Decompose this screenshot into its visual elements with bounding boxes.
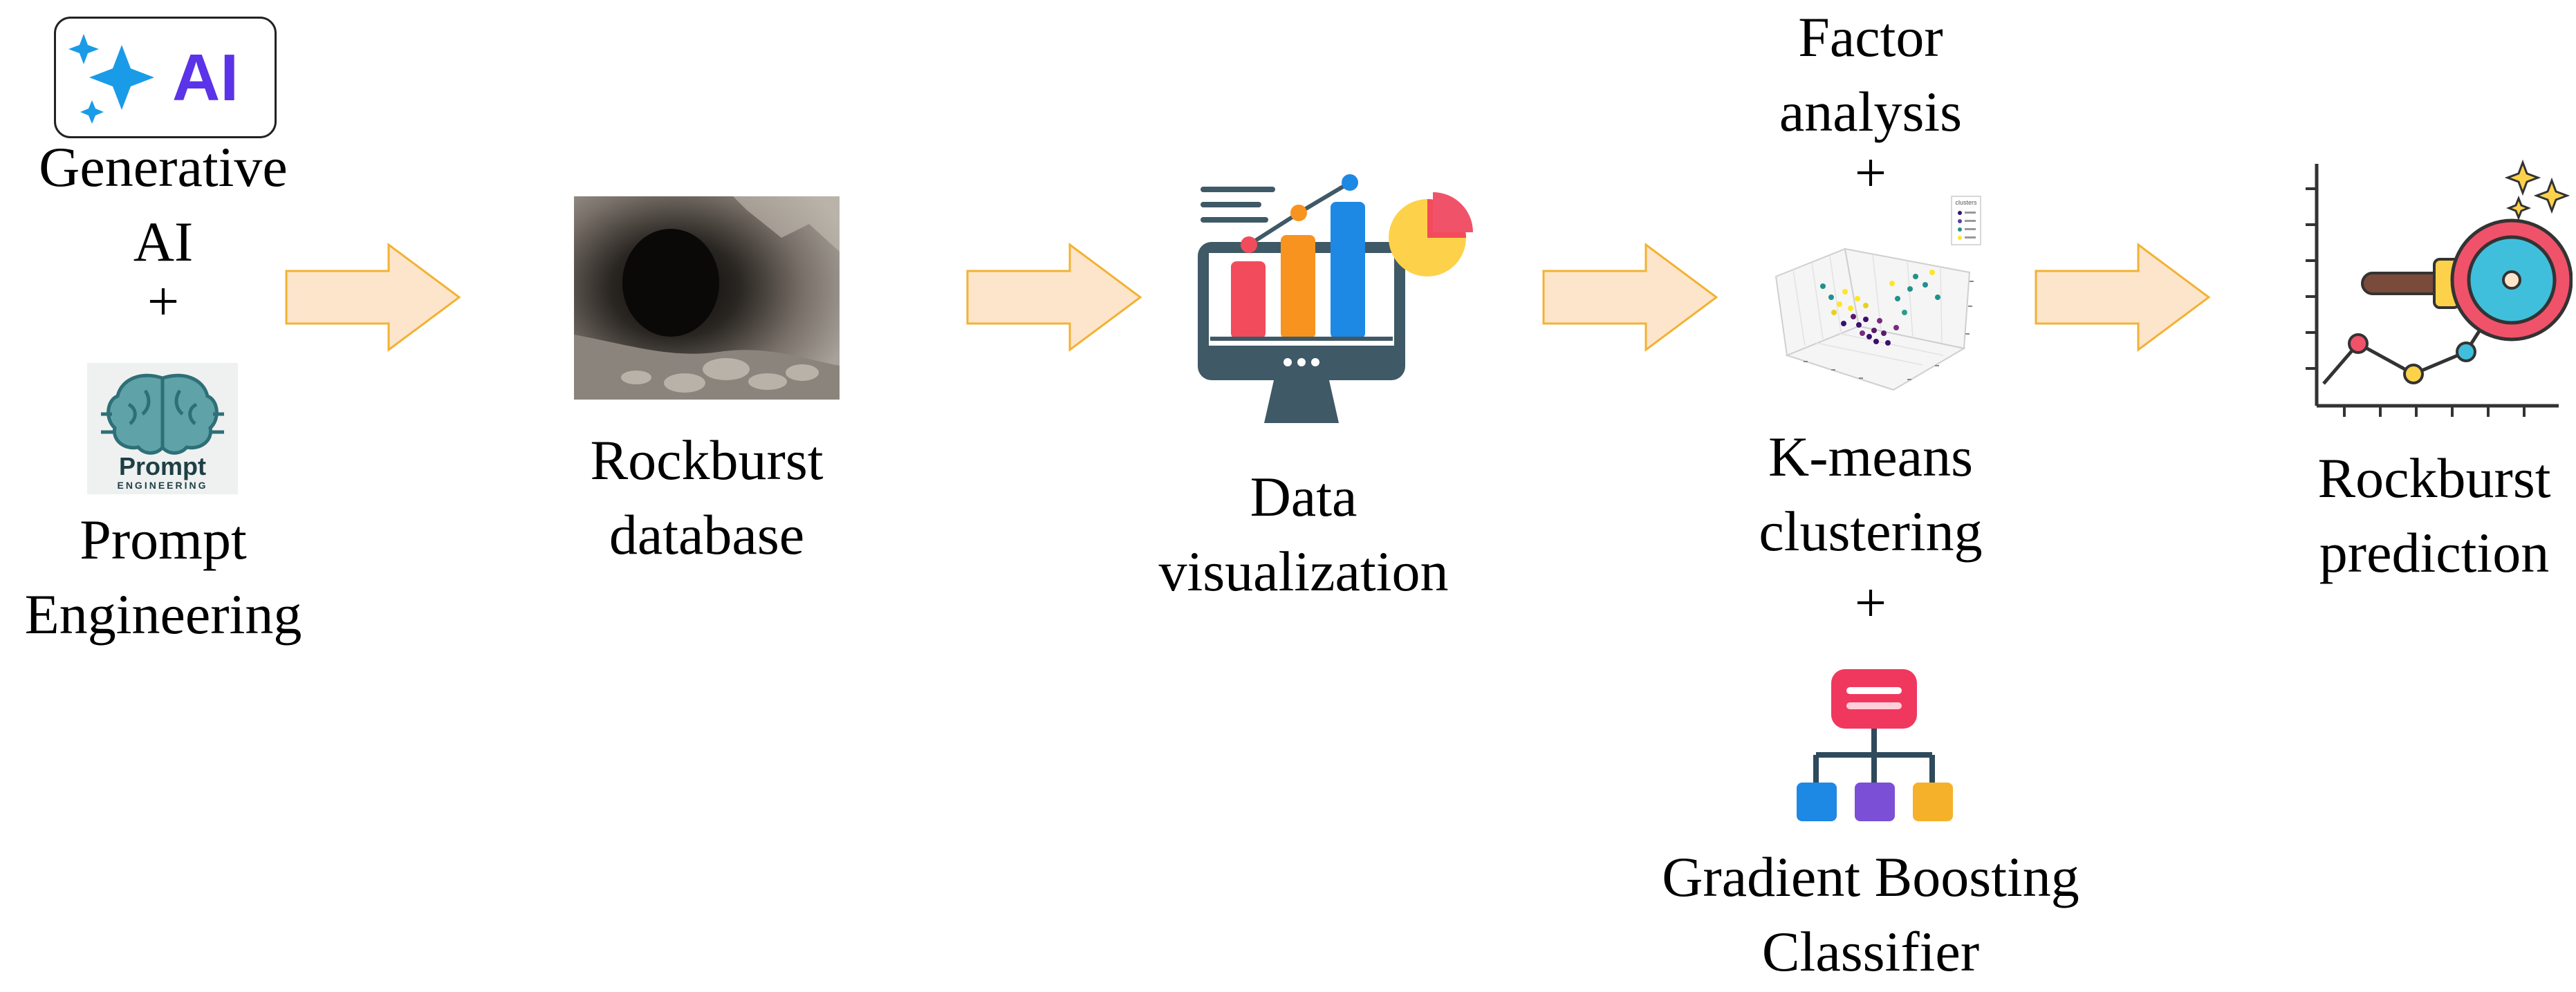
sparkle-icon <box>2533 177 2570 214</box>
prompt-engineering-label-line1: Prompt <box>80 508 247 571</box>
factor-analysis-label-line1: Factor <box>1798 6 1943 68</box>
sparkle-icon <box>2505 195 2532 221</box>
prediction-icon <box>2296 156 2573 432</box>
prompt-engineering-logo: Prompt ENGINEERING <box>87 363 238 494</box>
flow-arrow-4 <box>2035 243 2211 352</box>
prompt-logo-subtitle: ENGINEERING <box>117 480 207 491</box>
generative-ai-label-line1: Generative <box>39 135 288 198</box>
magnifier-icon <box>2361 218 2573 341</box>
sparkle-tiny-icon <box>80 100 104 124</box>
brain-icon <box>101 373 224 455</box>
scatter-points <box>1820 270 1940 346</box>
rockburst-prediction-label-line2: prediction <box>2319 521 2550 584</box>
classifier-tree-icon <box>1788 664 1960 832</box>
sparkle-large-icon <box>89 45 154 110</box>
plus-sign: + <box>147 270 180 333</box>
kmeans-label-line1: K-means <box>1768 425 1973 488</box>
plus-sign: + <box>1854 141 1887 204</box>
data-visualization-label-line2: visualization <box>1158 540 1449 603</box>
rockburst-prediction-label-line1: Rockburst <box>2317 447 2551 509</box>
ai-badge: AI <box>54 17 277 138</box>
gbc-label-line1: Gradient Boosting <box>1662 845 2079 908</box>
data-visualization-icon <box>1189 166 1480 429</box>
sparkle-small-icon <box>68 34 99 64</box>
flow-arrow-2 <box>966 243 1142 352</box>
flow-arrow-1 <box>285 243 461 352</box>
plus-sign: + <box>1854 571 1887 634</box>
prompt-logo-title: Prompt <box>119 452 206 480</box>
data-visualization-label-line1: Data <box>1250 465 1358 528</box>
generative-ai-label-line2: AI <box>133 210 194 273</box>
pie-chart-icon <box>1389 192 1473 277</box>
ai-badge-text: AI <box>172 41 239 115</box>
text-lines-icon <box>1201 187 1275 223</box>
bar-chart-icon <box>1210 202 1393 341</box>
prompt-engineering-label-line2: Engineering <box>24 583 302 646</box>
rockburst-database-label-line1: Rockburst <box>590 429 824 492</box>
rockburst-database-label-line2: database <box>609 503 805 566</box>
gbc-label-line2: Classifier <box>1761 920 1980 983</box>
sparkle-icon <box>2504 159 2541 196</box>
kmeans-3d-scatter-plot: clusters <box>1762 195 1990 416</box>
svg-text:clusters: clusters <box>1955 199 1977 206</box>
flow-arrow-3 <box>1542 243 1718 352</box>
factor-analysis-label-line2: analysis <box>1779 80 1963 143</box>
tunnel-photo <box>574 196 840 400</box>
kmeans-label-line2: clustering <box>1759 500 1983 563</box>
